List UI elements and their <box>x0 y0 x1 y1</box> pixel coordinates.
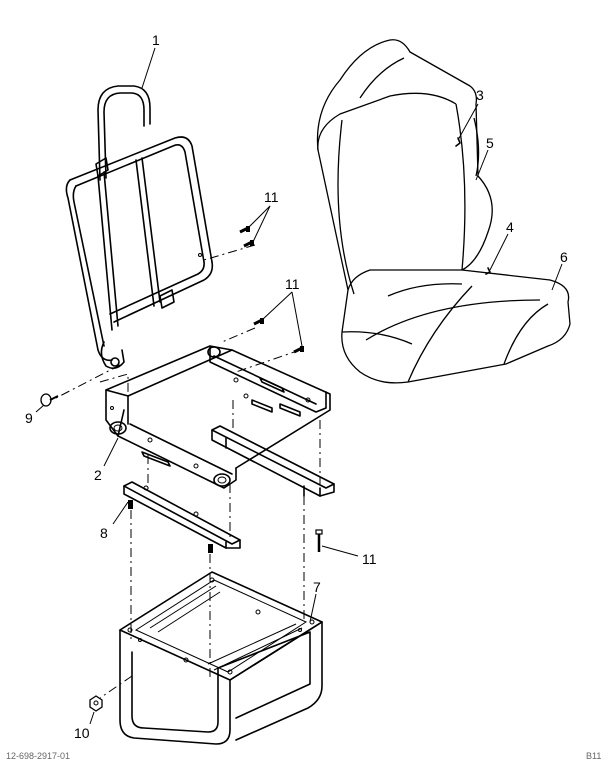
assembly-guide-lines <box>55 244 321 699</box>
upper-slide-rail <box>211 425 335 497</box>
callout-11-upper: 11 <box>264 189 279 205</box>
figure-code-left: 12-698-2917-01 <box>6 751 70 761</box>
callout-7: 7 <box>313 579 321 595</box>
callout-1: 1 <box>152 32 160 48</box>
callout-labels: 1 2 3 4 5 6 7 8 9 10 11 11 11 <box>25 32 568 741</box>
callout-4: 4 <box>506 219 514 235</box>
screw-base-right-2 <box>293 346 304 354</box>
figure-code-right: B11 <box>586 751 601 761</box>
callout-10: 10 <box>74 725 90 741</box>
callout-3: 3 <box>476 87 484 103</box>
seat-back-frame <box>65 85 214 370</box>
callout-11-middle: 11 <box>285 276 300 292</box>
mounting-bolt <box>315 529 323 552</box>
seat-base-frame <box>105 345 331 489</box>
hex-nut <box>89 695 103 712</box>
callout-9: 9 <box>25 410 33 426</box>
callout-11-lower: 11 <box>362 551 377 567</box>
callout-6: 6 <box>560 249 568 265</box>
lower-slide-rail <box>123 481 241 553</box>
leader-lines <box>35 47 563 725</box>
callout-2: 2 <box>94 467 102 483</box>
screw-base-right-1 <box>253 318 264 326</box>
callout-5: 5 <box>486 135 494 151</box>
seat-cushion-assembly <box>316 39 571 384</box>
callout-8: 8 <box>100 525 108 541</box>
pivot-bolt <box>40 393 59 407</box>
seat-pedestal-base <box>119 571 323 745</box>
